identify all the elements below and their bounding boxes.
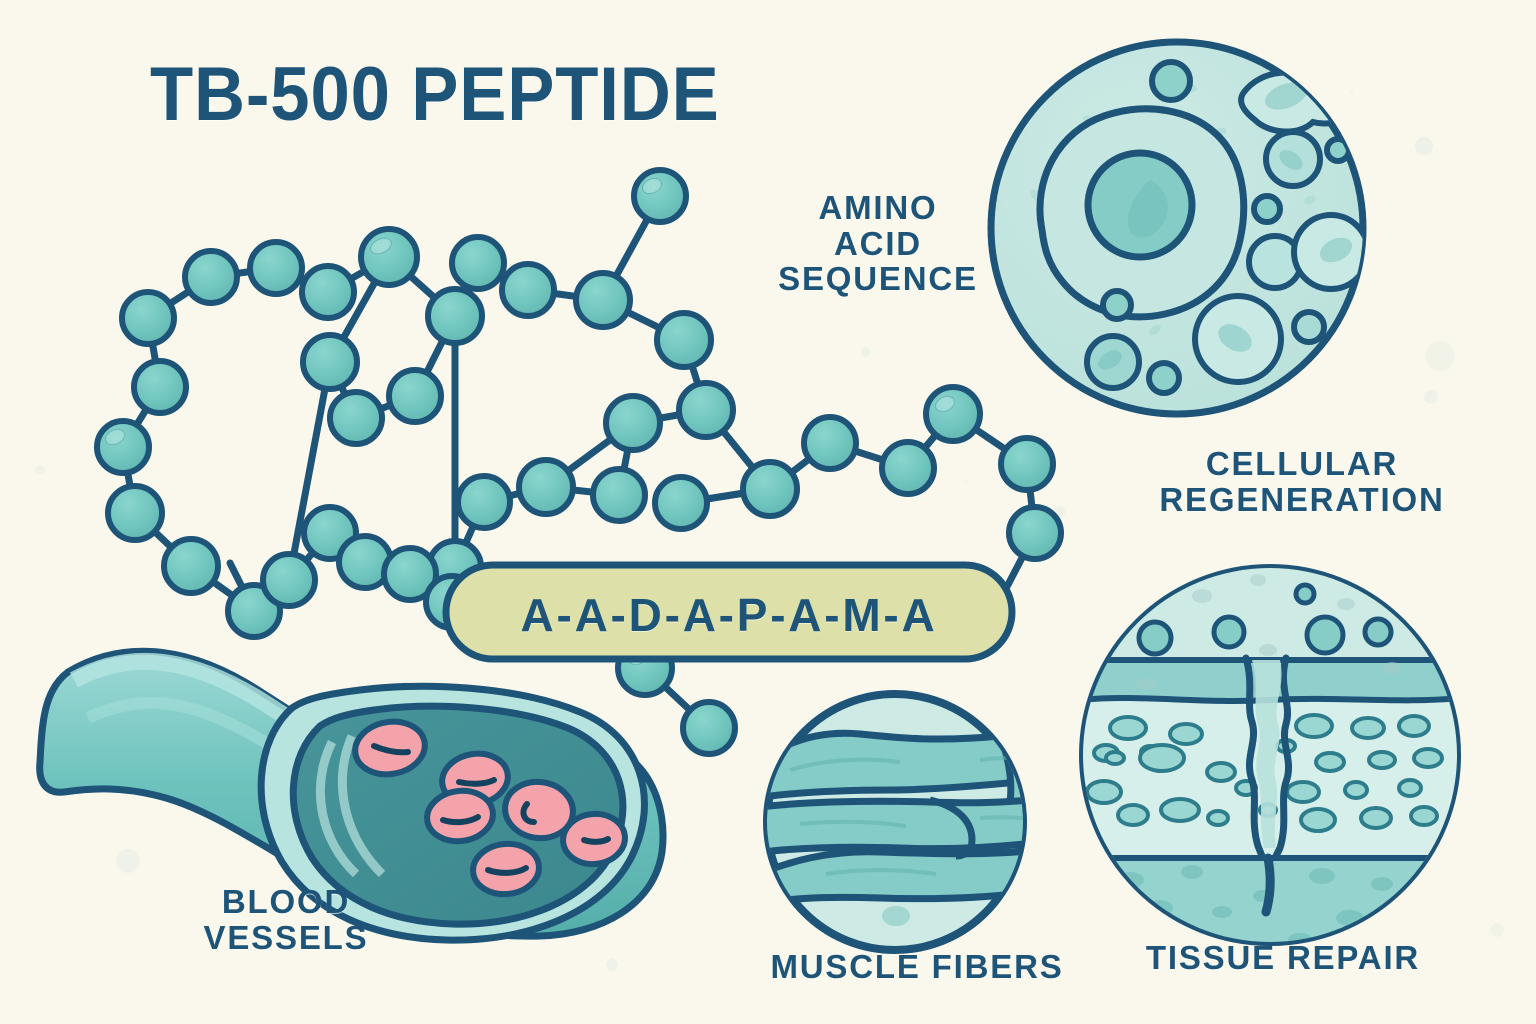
sequence-text: A-A-D-A-P-A-M-A xyxy=(520,589,938,641)
cell-diagram xyxy=(987,38,1367,418)
label-cellular-regeneration: CELLULAR REGENERATION xyxy=(1159,445,1445,518)
label-amino-acid-sequence: AMINO ACID SEQUENCE xyxy=(778,189,978,298)
tissue-repair-circle xyxy=(1079,564,1461,946)
page-title: TB-500 PEPTIDE xyxy=(150,52,720,137)
label-tissue-repair: TISSUE REPAIR xyxy=(1145,939,1421,976)
sequence-pill[interactable] xyxy=(442,561,1016,663)
blood-vessel xyxy=(36,647,667,944)
peptide-chain xyxy=(94,167,1064,757)
label-blood-vessels: BLOOD VESSELS xyxy=(203,883,369,956)
label-muscle-fibers: MUSCLE FIBERS xyxy=(770,948,1064,985)
red-blood-cells xyxy=(352,718,628,898)
muscle-fiber-circle xyxy=(763,690,1027,954)
